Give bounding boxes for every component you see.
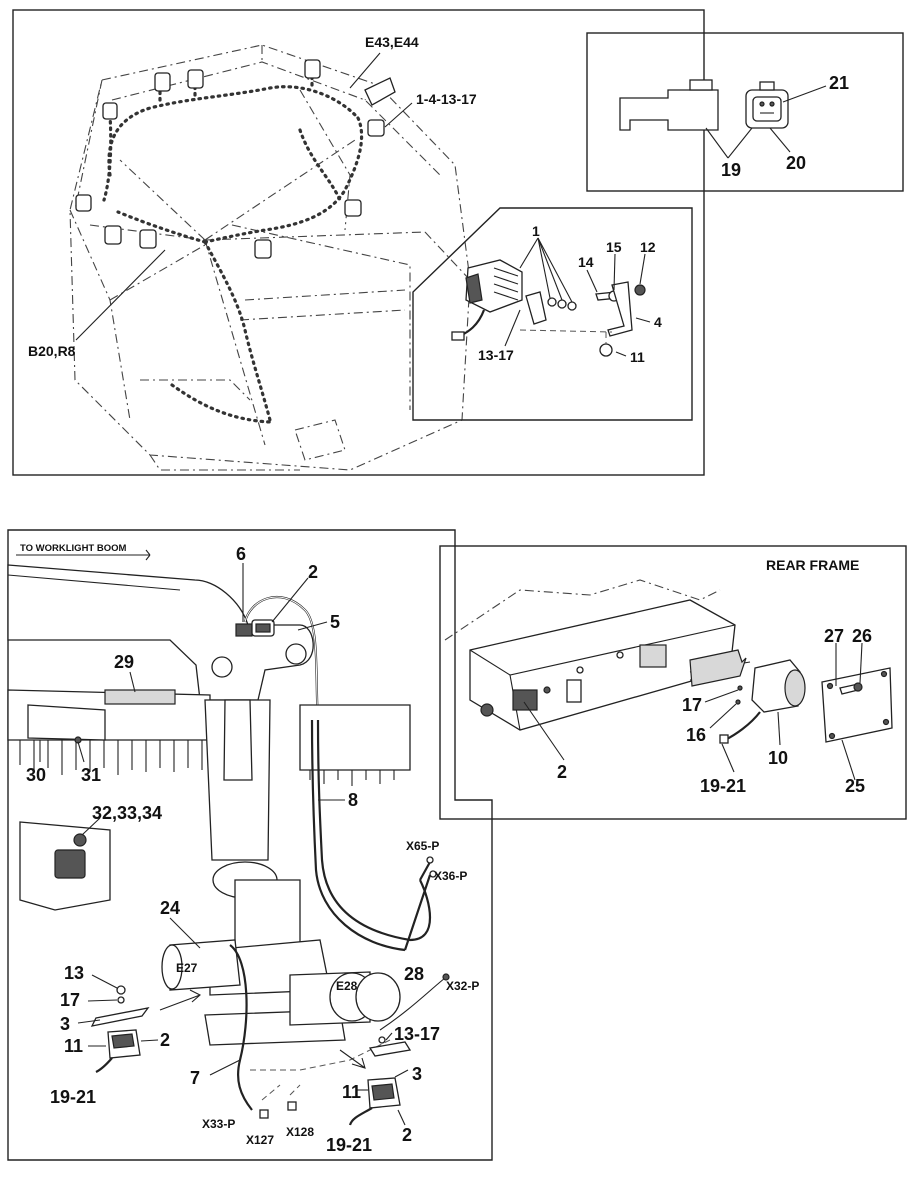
callout-b32-33-34: 32,33,34 [92, 803, 162, 823]
boom-grille-panel [104, 689, 176, 705]
callout-b3-right: 3 [412, 1064, 422, 1084]
callout-b30: 30 [26, 765, 46, 785]
cab-callouts: E43,E44 1-4-13-17 B20,R8 [28, 34, 477, 359]
callout-x33p: X33-P [202, 1117, 235, 1131]
detail-light-plug [451, 331, 465, 341]
boom-grille [7, 671, 411, 786]
callout-d13-17: 13-17 [478, 347, 514, 363]
rear-frame-panel: REAR FRAME [439, 545, 907, 820]
rear-cover-plate [821, 667, 893, 743]
connector-plug [619, 89, 719, 131]
boom-light-small [235, 623, 253, 637]
callout-b8: 8 [348, 790, 358, 810]
callout-r2: 2 [557, 762, 567, 782]
cab-worklights [75, 59, 396, 259]
boom-left-light [77, 974, 159, 1073]
boom-inset-detail [19, 817, 111, 911]
cab-light-9 [254, 239, 272, 259]
callout-r10: 10 [768, 748, 788, 768]
callout-d1: 1 [532, 223, 540, 239]
callout-x36p: X36-P [434, 869, 467, 883]
mount-detail-inset: 1 15 14 12 4 13-17 11 [412, 207, 693, 421]
callout-1-4-13-17: 1-4-13-17 [416, 91, 477, 107]
callout-b6: 6 [236, 544, 246, 564]
callout-b31: 31 [81, 765, 101, 785]
callout-b28: 28 [404, 964, 424, 984]
callout-r25: 25 [845, 776, 865, 796]
callout-x128: X128 [286, 1125, 314, 1139]
callout-d4: 4 [654, 314, 662, 330]
callout-b2-right: 2 [402, 1125, 412, 1145]
callout-b11: 11 [64, 1036, 83, 1056]
callout-b19-21-right: 19-21 [326, 1135, 372, 1155]
callout-b2-left: 2 [160, 1030, 170, 1050]
cab-light-2 [187, 69, 204, 89]
cab-light-7 [104, 225, 122, 245]
connector-inset: 19 20 21 [586, 32, 904, 192]
callout-c21: 21 [829, 73, 849, 93]
connector-socket-inner [752, 96, 782, 122]
callout-r16: 16 [686, 725, 706, 745]
boom-cable-8 [310, 719, 437, 952]
cab-light-4 [102, 102, 118, 120]
boom-lower-harness [159, 939, 450, 1119]
callout-b7: 7 [190, 1068, 200, 1088]
callout-b2: 2 [308, 562, 318, 582]
cab-light-6 [75, 194, 92, 212]
callout-b17: 17 [60, 990, 80, 1010]
callout-b20-r8: B20,R8 [28, 343, 76, 359]
cab-light-1 [154, 72, 171, 92]
callout-b13: 13 [64, 963, 84, 983]
detail-light-lens [465, 273, 483, 304]
callout-e28: E28 [336, 979, 358, 993]
rear-frame-arrow [689, 649, 747, 687]
callout-b29: 29 [114, 652, 134, 672]
rear-frame-panel-frame [439, 545, 907, 820]
callout-d15: 15 [606, 239, 622, 255]
boom-callouts: 6 2 5 29 30 31 8 32,33,34 X65-P X36-P 24… [26, 544, 479, 1155]
callout-b11-right: 11 [342, 1082, 361, 1102]
callout-x127: X127 [246, 1133, 274, 1147]
mount-detail-frame [412, 207, 693, 421]
callout-b24: 24 [160, 898, 180, 918]
callout-to-worklight-boom: TO WORKLIGHT BOOM [20, 543, 127, 554]
callout-r17: 17 [682, 695, 702, 715]
callout-d14: 14 [578, 254, 594, 270]
callout-b3: 3 [60, 1014, 70, 1034]
cab-light-5 [367, 119, 385, 137]
callout-d11: 11 [630, 349, 645, 365]
callout-c19: 19 [721, 160, 741, 180]
cab-light-10 [344, 199, 362, 217]
cab-light-8 [139, 229, 157, 249]
callout-b5: 5 [330, 612, 340, 632]
boom-panel-frame [7, 529, 493, 1161]
boom-right-light [348, 1032, 412, 1126]
rear-frame-socket [512, 689, 538, 711]
cab-panel: E43,E44 1-4-13-17 B20,R8 19 20 21 [12, 9, 904, 476]
connector-socket-latch [759, 81, 775, 91]
callout-e27: E27 [176, 961, 198, 975]
callout-b19-21: 19-21 [50, 1087, 96, 1107]
rear-frame-title: REAR FRAME [766, 557, 859, 573]
cab-panel-frame [12, 9, 705, 476]
callout-e43-e44: E43,E44 [365, 34, 419, 50]
callout-d12: 12 [640, 239, 656, 255]
cab-bracket [364, 77, 396, 106]
callout-c20: 20 [786, 153, 806, 173]
callout-r27: 27 [824, 626, 844, 646]
connector-inset-frame [586, 32, 904, 192]
callout-b13-17: 13-17 [394, 1024, 440, 1044]
callout-r19-21: 19-21 [700, 776, 746, 796]
cab-light-3 [304, 59, 321, 79]
detail-mount-plate [607, 281, 633, 337]
callout-x65p: X65-P [406, 839, 439, 853]
boom-panel: TO WORKLIGHT BOOM [7, 529, 493, 1161]
callout-r26: 26 [852, 626, 872, 646]
callout-x32p: X32-P [446, 979, 479, 993]
boom-arm: TO WORKLIGHT BOOM [7, 543, 320, 721]
detail-light-bracket [525, 291, 547, 325]
connector-plug-latch [689, 79, 713, 91]
